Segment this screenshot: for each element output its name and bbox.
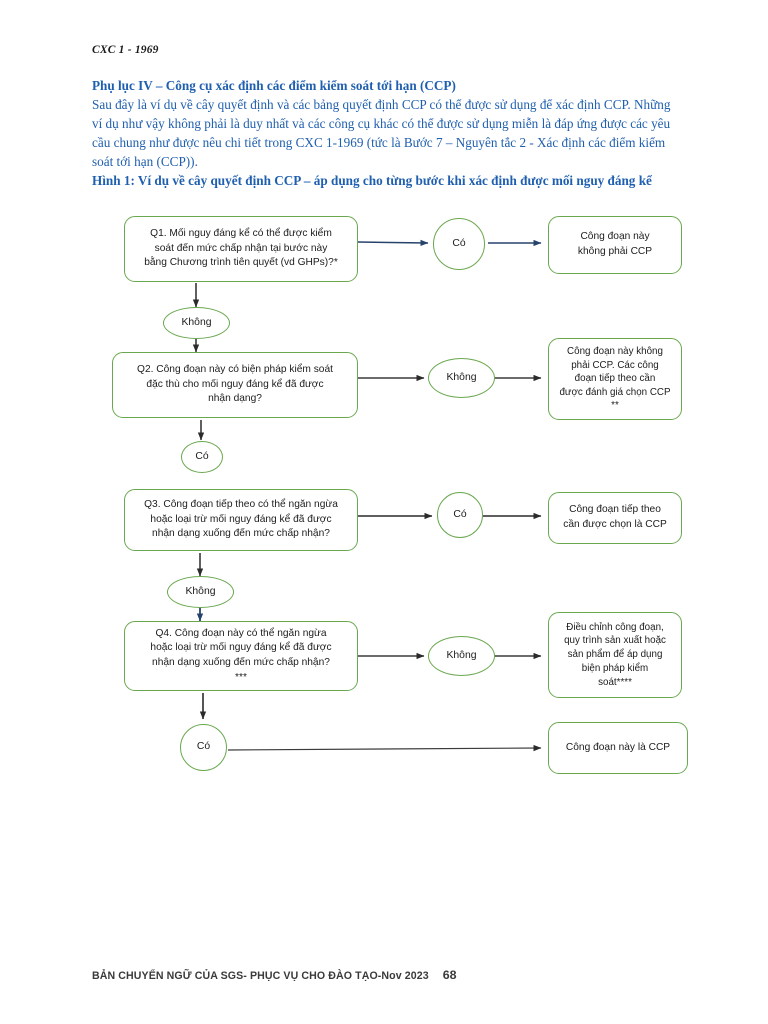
- flow-node-q3-yes-label: Có: [453, 508, 467, 520]
- flow-node-q3-no-label: Không: [185, 585, 216, 597]
- flow-node-q1-yes[interactable]: Có: [433, 218, 485, 270]
- flow-node-q3[interactable]: Q3. Công đoạn tiếp theo có thể ngăn ngừa…: [124, 489, 358, 551]
- flow-node-q4-yes-label: Có: [196, 741, 211, 753]
- intro-paragraph: Sau đây là ví dụ về cây quyết định và cá…: [92, 97, 671, 169]
- flow-node-q3-no[interactable]: Không: [167, 576, 234, 608]
- running-head: CXC 1 - 1969: [92, 44, 159, 56]
- flow-node-q4-label: Q4. Công đoạn này có thể ngăn ngừa hoặc …: [150, 627, 332, 683]
- flow-node-q3-label: Q3. Công đoạn tiếp theo có thể ngăn ngừa…: [144, 499, 338, 540]
- footer-text: BẢN CHUYỂN NGỮ CỦA SGS- PHỤC VỤ CHO ĐÀO …: [92, 970, 429, 982]
- flow-node-q1-yes-label: Có: [452, 237, 466, 249]
- flow-node-q2-yes[interactable]: Có: [181, 441, 223, 473]
- flow-node-q2-no-result[interactable]: Công đoạn này không phải CCP. Các công đ…: [548, 338, 682, 420]
- flow-node-q1[interactable]: Q1. Mối nguy đáng kể có thể được kiểm so…: [124, 216, 358, 282]
- flow-node-q2-no-result-label: Công đoạn này không phải CCP. Các công đ…: [559, 346, 671, 412]
- flow-node-q4-no[interactable]: Không: [428, 636, 495, 676]
- flow-node-q2[interactable]: Q2. Công đoạn này có biện pháp kiểm soát…: [112, 352, 358, 418]
- flow-node-q1-label: Q1. Mối nguy đáng kể có thể được kiểm so…: [144, 228, 338, 269]
- flow-node-q3-yes-result-label: Công đoạn tiếp theo cần được chọn là CCP: [563, 504, 667, 530]
- figure-title: Hình 1: Ví dụ về cây quyết định CCP – áp…: [92, 173, 652, 188]
- flow-node-q4-yes-result-label: Công đoạn này là CCP: [565, 741, 671, 753]
- flow-node-q2-yes-label: Có: [195, 450, 209, 462]
- intro-text-block: Phụ lục IV – Công cụ xác định các điểm k…: [92, 76, 680, 190]
- flow-node-q1-no[interactable]: Không: [163, 307, 230, 339]
- flow-node-q4-no-label: Không: [446, 649, 477, 661]
- flow-node-q3-yes[interactable]: Có: [437, 492, 483, 538]
- page-number: 68: [442, 968, 457, 982]
- section-heading: Phụ lục IV – Công cụ xác định các điểm k…: [92, 78, 456, 93]
- flow-node-q4-yes[interactable]: Có: [180, 724, 227, 771]
- flow-node-q4[interactable]: Q4. Công đoạn này có thể ngăn ngừa hoặc …: [124, 621, 358, 691]
- flow-node-q2-label: Q2. Công đoạn này có biện pháp kiểm soát…: [137, 364, 333, 405]
- flow-node-q1-no-label: Không: [181, 316, 212, 328]
- flow-node-q2-no-label: Không: [446, 371, 477, 383]
- flow-node-q4-no-result[interactable]: Điều chỉnh công đoạn, quy trình sản xuất…: [548, 612, 682, 698]
- page-footer: BẢN CHUYỂN NGỮ CỦA SGS- PHỤC VỤ CHO ĐÀO …: [92, 968, 457, 982]
- flow-node-q3-yes-result[interactable]: Công đoạn tiếp theo cần được chọn là CCP: [548, 492, 682, 544]
- flow-node-q2-no[interactable]: Không: [428, 358, 495, 398]
- flow-node-q1-yes-result-label: Công đoạn này không phải CCP: [577, 231, 653, 257]
- flow-node-q4-no-result-label: Điều chỉnh công đoạn, quy trình sản xuất…: [564, 621, 666, 688]
- flow-node-q1-yes-result[interactable]: Công đoạn này không phải CCP: [548, 216, 682, 274]
- flow-node-q4-yes-result[interactable]: Công đoạn này là CCP: [548, 722, 688, 774]
